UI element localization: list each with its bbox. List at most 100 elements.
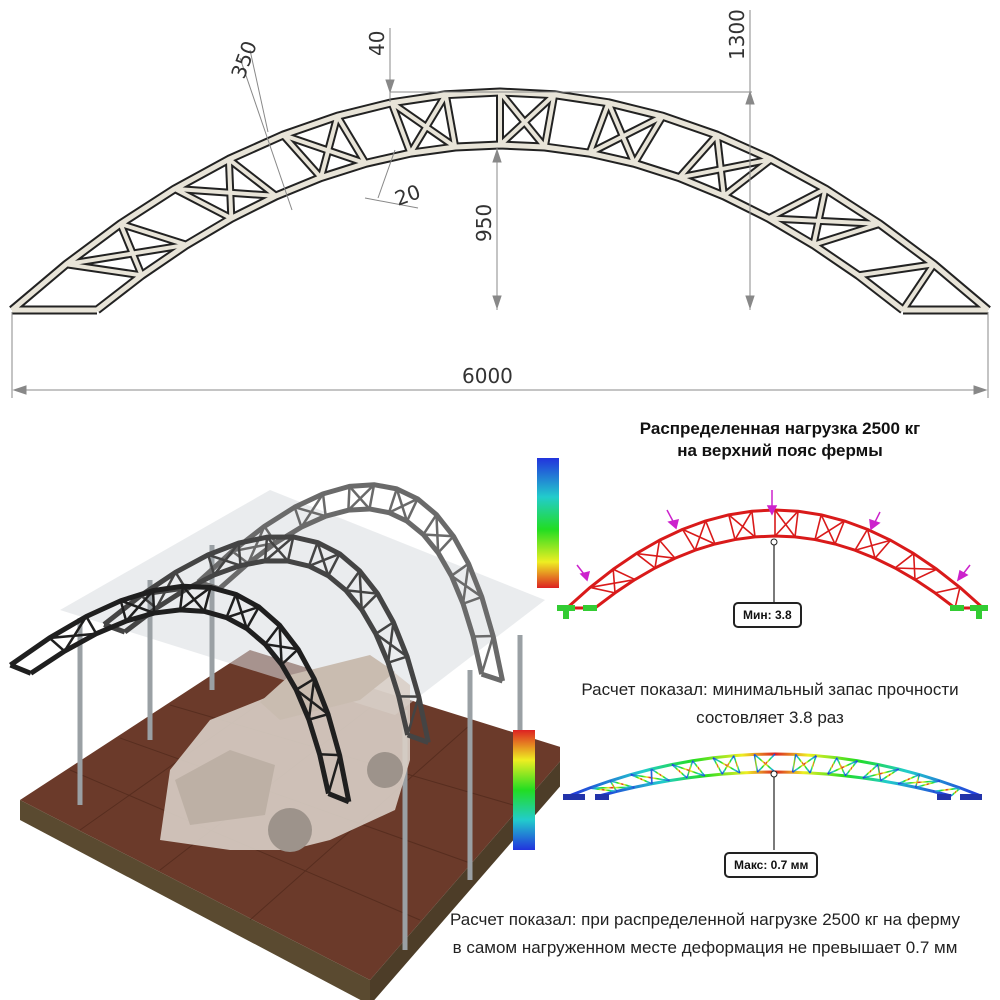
web-member	[227, 157, 278, 198]
web-member	[65, 242, 187, 267]
web-member	[915, 774, 920, 788]
web-member	[606, 101, 637, 165]
web-member	[498, 93, 556, 147]
web-member	[225, 593, 237, 619]
web-member	[264, 642, 299, 651]
web-member	[308, 552, 341, 568]
top-chord	[102, 534, 431, 743]
web-member	[678, 157, 772, 180]
web-member	[358, 570, 363, 610]
web-member	[295, 688, 329, 716]
web-member	[226, 605, 260, 619]
web-member	[671, 763, 705, 777]
web-member	[682, 528, 716, 545]
web-member	[877, 764, 882, 781]
dim-350: 350	[226, 38, 262, 82]
web-member	[389, 102, 413, 154]
web-member	[286, 536, 295, 562]
web-member	[423, 533, 454, 538]
web-member	[874, 539, 892, 559]
web-member	[794, 511, 799, 537]
web-member	[480, 635, 495, 675]
web-member	[300, 493, 325, 528]
web-member	[295, 677, 315, 691]
web-member	[792, 755, 817, 773]
web-member	[206, 554, 216, 576]
web-member	[226, 159, 234, 219]
web-member	[85, 615, 98, 635]
web-member	[307, 678, 316, 720]
web-member	[836, 757, 847, 777]
web-member	[612, 568, 636, 581]
web-member	[753, 753, 776, 773]
web-member	[862, 768, 899, 779]
web-member	[635, 552, 656, 569]
load-title-line1: Распределенная нагрузка 2500 кг	[639, 419, 921, 438]
web-member	[387, 655, 408, 664]
result-deformation-line2: в самом нагруженном месте деформация не …	[452, 938, 958, 957]
web-member	[686, 760, 694, 779]
web-member	[712, 757, 723, 775]
web-member	[714, 134, 726, 197]
web-member	[894, 567, 937, 571]
web-member	[245, 606, 260, 630]
web-member	[461, 563, 470, 604]
web-member	[422, 513, 438, 536]
web-member	[375, 632, 408, 658]
end-post	[480, 671, 504, 684]
web-member	[809, 755, 817, 774]
web-member	[280, 648, 299, 666]
web-member	[844, 760, 859, 777]
web-member	[768, 216, 880, 226]
web-member	[712, 757, 741, 774]
web-member	[589, 578, 636, 589]
web-member	[934, 586, 961, 594]
web-member	[360, 592, 379, 611]
web-member	[450, 574, 483, 598]
result-deformation: Расчет показал: при распределенной нагру…	[420, 906, 990, 962]
web-member	[388, 497, 419, 514]
web-member	[854, 528, 869, 551]
web-member	[263, 537, 269, 561]
web-member	[203, 587, 212, 612]
web-member	[473, 634, 494, 638]
dimension-lines	[11, 10, 989, 398]
result-deformation-line1: Расчет показал: при распределенной нагру…	[450, 910, 960, 929]
web-member	[278, 625, 283, 665]
result-strength: Расчет показал: минимальный запас прочно…	[560, 676, 980, 732]
web-member	[914, 568, 938, 581]
web-member	[293, 506, 303, 528]
dim-950: 950	[472, 204, 496, 242]
web-member	[368, 484, 376, 510]
web-member	[898, 780, 940, 785]
web-member	[812, 221, 881, 247]
web-member	[498, 90, 547, 149]
web-member	[264, 536, 295, 562]
web-member	[213, 542, 240, 576]
deformation-supports	[563, 794, 982, 800]
web-member	[542, 94, 557, 148]
dimension-labels: 350 40 1300 20 950 6000	[226, 9, 749, 388]
truss-drawing: 350 40 1300 20 950 6000	[9, 9, 991, 398]
web-member	[854, 539, 891, 551]
web-member	[671, 763, 688, 779]
max-deformation-callout: Макс: 0.7 мм	[724, 852, 819, 878]
web-member	[335, 115, 368, 165]
web-member	[327, 553, 341, 577]
web-member	[915, 780, 941, 789]
web-member	[774, 509, 796, 538]
web-member	[814, 514, 822, 540]
web-member	[894, 552, 915, 569]
web-member	[587, 102, 611, 154]
truss-arch	[9, 87, 991, 315]
web-member	[880, 768, 900, 782]
web-member	[151, 590, 156, 614]
web-member	[386, 622, 395, 663]
web-member	[751, 511, 756, 537]
load-title: Распределенная нагрузка 2500 кг на верхн…	[600, 418, 960, 462]
web-member	[827, 757, 838, 775]
web-member	[321, 493, 327, 517]
web-member	[901, 263, 936, 312]
end-post	[406, 732, 430, 745]
web-member	[728, 514, 736, 540]
